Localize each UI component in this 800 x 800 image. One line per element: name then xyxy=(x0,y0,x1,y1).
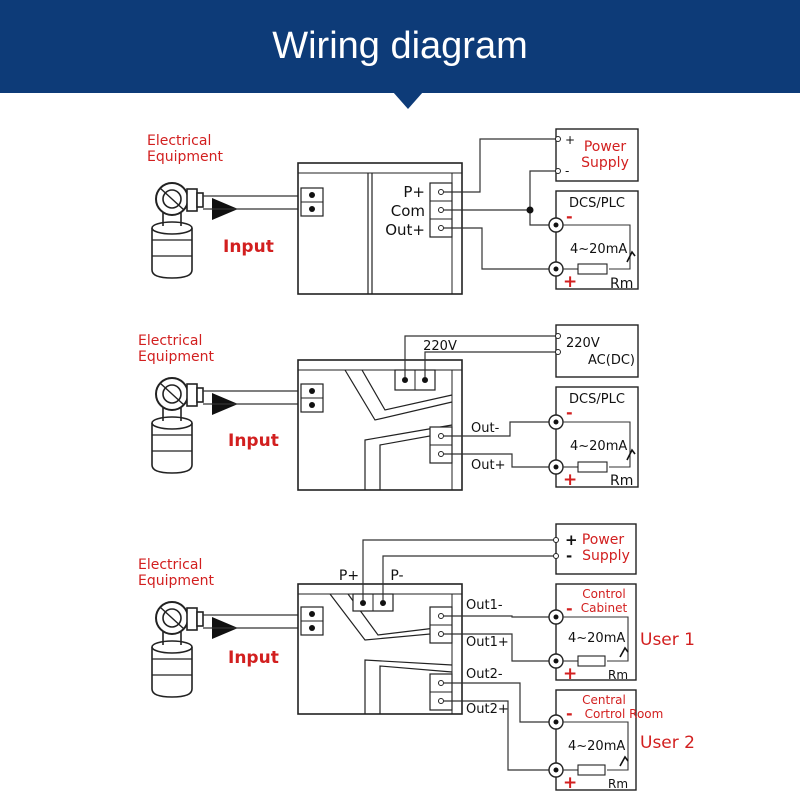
supply-tag: 220V xyxy=(423,339,457,354)
receiver-load: Rm xyxy=(610,473,633,489)
output2-minus-label: Out2- xyxy=(466,667,503,682)
power-supply-label-line1: Power xyxy=(584,139,627,155)
receiver-plus: + xyxy=(563,272,577,292)
equipment-label-line1: Electrical xyxy=(138,333,202,349)
receiver1-title-line1: Control xyxy=(582,587,625,601)
terminal-out-plus: Out+ xyxy=(385,221,425,239)
receiver-minus: - xyxy=(566,207,573,226)
equipment-label-line1: Electrical xyxy=(138,557,202,573)
receiver1-load: Rm xyxy=(608,668,628,682)
receiver-minus: - xyxy=(566,403,573,422)
power-supply-box xyxy=(555,523,637,575)
terminal-com: Com xyxy=(391,202,425,220)
receiver-plus: + xyxy=(563,470,577,490)
receiver-load: Rm xyxy=(610,276,633,292)
power-supply-label-line2: Supply xyxy=(581,155,629,171)
output1-minus-label: Out1- xyxy=(466,598,503,613)
diagram-1: Electrical Equipment Input P+ Com Out+ xyxy=(147,128,639,295)
user2-label: User 2 xyxy=(640,733,695,753)
receiver2-minus: - xyxy=(566,704,573,723)
receiver2-current: 4~20mA xyxy=(568,739,625,754)
diagram-2: Electrical Equipment Input 220V Out- Out… xyxy=(138,324,639,491)
ac-supply-box xyxy=(555,324,639,378)
page-title: Wiring diagram xyxy=(272,25,528,67)
power-supply-label-line1: Power xyxy=(582,532,625,548)
receiver-current: 4~20mA xyxy=(570,242,627,257)
receiver-current: 4~20mA xyxy=(570,439,627,454)
receiver1-current: 4~20mA xyxy=(568,631,625,646)
receiver1-plus: + xyxy=(563,664,577,684)
sensor-icon xyxy=(151,601,239,698)
receiver-title: DCS/PLC xyxy=(569,392,625,407)
diagram-3: Electrical Equipment Input P+ P- xyxy=(138,523,695,793)
output1-plus-label: Out1+ xyxy=(466,635,509,650)
user1-label: User 1 xyxy=(640,630,695,650)
power-supply-label-line2: Supply xyxy=(582,548,630,564)
equipment-label-line2: Equipment xyxy=(147,149,224,165)
terminal-p-plus: P+ xyxy=(403,183,425,201)
input-label: Input xyxy=(228,431,279,451)
receiver-title: DCS/PLC xyxy=(569,196,625,211)
power-supply-box xyxy=(555,128,639,182)
power-minus: - xyxy=(566,547,572,565)
receiver2-title-line2: Cortrol Room xyxy=(585,707,664,721)
supply-terminal-p-minus: P- xyxy=(390,568,403,584)
power-plus: + xyxy=(565,531,578,549)
header-notch xyxy=(393,92,423,109)
input-label: Input xyxy=(228,648,279,668)
ac-supply-line1: 220V xyxy=(566,336,600,351)
equipment-label-line2: Equipment xyxy=(138,349,215,365)
sensor-icon xyxy=(151,182,239,279)
receiver2-title-line1: Central xyxy=(582,693,626,707)
equipment-label-line1: Electrical xyxy=(147,133,211,149)
output-plus-label: Out+ xyxy=(471,458,505,473)
power-minus: - xyxy=(565,164,569,178)
equipment-label-line2: Equipment xyxy=(138,573,215,589)
receiver1-title-line2: Cabinet xyxy=(581,601,628,615)
receiver2-plus: + xyxy=(563,773,577,793)
input-label: Input xyxy=(223,237,274,257)
power-plus: + xyxy=(565,133,575,147)
ac-supply-line2: AC(DC) xyxy=(588,353,635,368)
output-minus-label: Out- xyxy=(471,421,500,436)
receiver1-minus: - xyxy=(566,599,573,618)
output2-plus-label: Out2+ xyxy=(466,702,509,717)
receiver2-load: Rm xyxy=(608,777,628,791)
supply-terminal-p-plus: P+ xyxy=(339,568,359,584)
sensor-icon xyxy=(151,377,239,474)
header-bar xyxy=(0,0,800,93)
